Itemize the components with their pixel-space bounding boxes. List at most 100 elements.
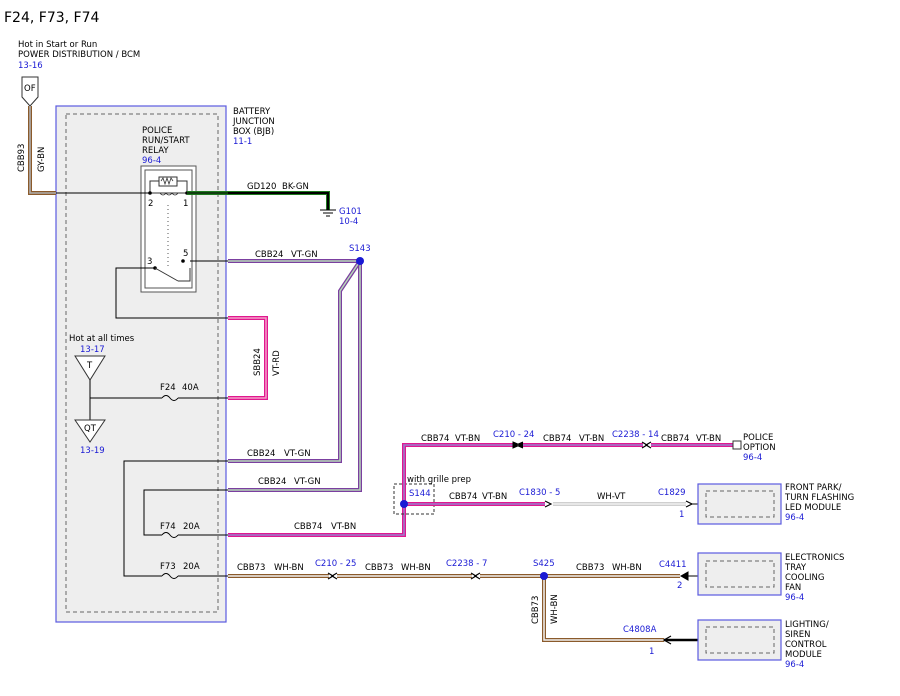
source-label-1: Hot in Start or Run	[18, 40, 97, 50]
siren-label-3: CONTROL	[785, 640, 827, 650]
cbb74-top2-color: VT-BN	[579, 434, 604, 444]
cbb24-mid-circuit: CBB24	[247, 449, 275, 459]
source-label-2: POWER DISTRIBUTION / BCM	[18, 50, 140, 60]
t-connector-label: T	[86, 361, 93, 371]
cbb73-1-color: WH-BN	[274, 563, 304, 573]
cbb24-mid-color: VT-GN	[284, 449, 311, 459]
cbb74-top2-circuit: CBB74	[543, 434, 571, 444]
relay-label-2: RUN/START	[142, 136, 190, 146]
qt-connector	[74, 419, 106, 443]
siren-module	[697, 619, 782, 661]
sbb24-color: VT-RD	[272, 350, 282, 376]
s425-splice	[540, 572, 548, 580]
cbb73-2-color: WH-BN	[401, 563, 431, 573]
front-park-module-inner	[705, 490, 775, 518]
cbb24-low-color: VT-GN	[294, 477, 321, 487]
relay-pin-1: 1	[183, 199, 188, 209]
f24-fuse-symbol	[161, 395, 179, 401]
c2238-14-arrow	[641, 441, 652, 449]
cbb74-mid-circuit: CBB74	[449, 492, 477, 502]
siren-label-4: MODULE	[785, 650, 822, 660]
cooling-fan-label-3: COOLING	[785, 573, 825, 583]
c1829-label: C1829	[658, 488, 686, 498]
cbb93-color: GY-BN	[37, 147, 47, 172]
siren-module-inner	[705, 626, 775, 654]
source-ref: 13-16	[18, 61, 43, 71]
hot-at-all-times-label: Hot at all times	[69, 334, 135, 344]
cbb74-top1-color: VT-BN	[455, 434, 480, 444]
police-option-label-1: POLICE	[743, 433, 773, 443]
s143-label: S143	[349, 244, 371, 254]
cbb74-top3-circuit: CBB74	[661, 434, 689, 444]
c210-25-arrow	[327, 572, 338, 580]
c4808a-pin: 1	[649, 647, 654, 657]
c1830-5-label: C1830 - 5	[519, 488, 560, 498]
cbb74-mid-color: VT-BN	[482, 492, 507, 502]
relay-label-3: RELAY	[142, 146, 169, 156]
bjb-inner-box	[65, 113, 219, 613]
of-connector	[21, 76, 39, 107]
bjb-ref: 11-1	[233, 137, 252, 147]
cbb74-top1-circuit: CBB74	[421, 434, 449, 444]
cooling-fan-module	[697, 552, 782, 596]
f24-rating: 40A	[182, 383, 199, 393]
relay-pin-5: 5	[183, 249, 188, 259]
bjb-label-2: JUNCTION	[232, 117, 275, 127]
sbb24-circuit: SBB24	[253, 348, 263, 376]
ground-symbol	[320, 209, 336, 217]
front-park-label-1: FRONT PARK/	[785, 483, 842, 493]
front-park-label-3: LED MODULE	[785, 503, 841, 513]
c4808a-label: C4808A	[623, 625, 657, 635]
police-option-label-2: OPTION	[743, 443, 776, 453]
cbb74-main-color: VT-BN	[331, 522, 356, 532]
cbb73-vert-circuit: CBB73	[531, 596, 541, 624]
wire-cbb73	[228, 574, 680, 642]
s144-label: S144	[409, 489, 431, 499]
s143-splice	[356, 257, 364, 265]
c210-24-arrow	[512, 441, 524, 449]
c1829-pin: 1	[679, 510, 684, 520]
gd120-circuit: GD120	[247, 182, 276, 192]
cooling-fan-module-inner	[705, 560, 775, 588]
cooling-fan-label-2: TRAY	[784, 563, 807, 573]
c4808a-arrow	[662, 635, 672, 645]
cooling-fan-ref: 96-4	[785, 593, 804, 603]
front-park-ref: 96-4	[785, 513, 804, 523]
siren-ref: 96-4	[785, 660, 804, 670]
wire-sbb24	[228, 316, 268, 400]
police-option-ref: 96-4	[743, 453, 762, 463]
f73-fuse-symbol	[161, 573, 179, 579]
c1829-arrow	[685, 500, 694, 508]
whvt-color: WH-VT	[597, 492, 626, 502]
c2238-7-arrow	[470, 572, 481, 580]
t-connector	[74, 355, 106, 381]
s425-label: S425	[533, 559, 555, 569]
wire-cbb74-top	[402, 443, 733, 504]
f74-name: F74	[160, 522, 176, 532]
grille-prep-box	[393, 483, 435, 515]
siren-label-1: LIGHTING/	[785, 620, 829, 630]
ground-ref: 10-4	[339, 217, 358, 227]
of-connector-label: OF	[24, 84, 36, 94]
f24-name: F24	[160, 383, 176, 393]
f74-fuse-symbol	[161, 532, 179, 538]
f74-rating: 20A	[183, 522, 200, 532]
cbb73-1-circuit: CBB73	[237, 563, 265, 573]
cbb73-vert-color: WH-BN	[550, 594, 560, 624]
police-option-terminal	[732, 440, 742, 450]
cbb74-main-circuit: CBB74	[294, 522, 322, 532]
cbb73-2-circuit: CBB73	[365, 563, 393, 573]
relay-label-1: POLICE	[142, 126, 172, 136]
cbb93-circuit: CBB93	[17, 144, 27, 172]
relay-pin-2: 2	[148, 199, 153, 209]
relay-ref: 96-4	[142, 156, 161, 166]
c210-25-label: C210 - 25	[315, 559, 356, 569]
page-title: F24, F73, F74	[4, 10, 99, 26]
bjb-label-1: BATTERY	[233, 107, 271, 117]
c2238-7-label: C2238 - 7	[446, 559, 487, 569]
front-park-module	[697, 483, 782, 525]
cbb24-top-circuit: CBB24	[255, 250, 283, 260]
ground-name: G101	[339, 207, 362, 217]
front-park-label-2: TURN FLASHING	[784, 493, 854, 503]
